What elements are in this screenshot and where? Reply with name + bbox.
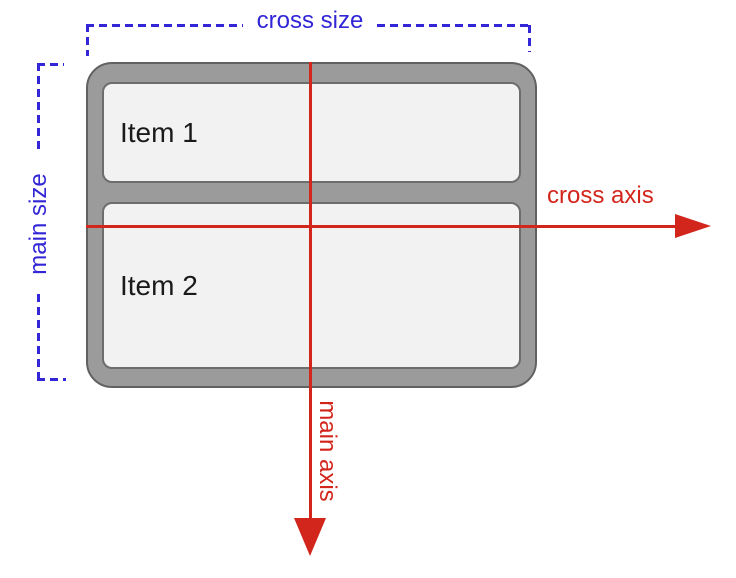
cross-axis-arrowhead-icon xyxy=(675,214,711,238)
main-axis-arrowhead-icon xyxy=(294,518,326,556)
main-axis-line xyxy=(309,62,312,518)
cross-size-bracket-end-left xyxy=(86,24,89,56)
cross-size-bracket-end-right xyxy=(528,25,531,52)
flex-item-2-label: Item 2 xyxy=(120,269,198,301)
main-axis-label: main axis xyxy=(314,400,341,502)
flex-item-1-label: Item 1 xyxy=(120,116,198,148)
main-size-bracket-arm-top xyxy=(37,63,64,66)
cross-size-bracket-segment-left xyxy=(86,24,243,27)
cross-axis-line xyxy=(86,225,676,228)
main-size-label: main size xyxy=(25,173,52,275)
cross-size-label: cross size xyxy=(256,7,364,34)
main-size-bracket-segment-bottom xyxy=(37,294,40,381)
cross-size-bracket-segment-right xyxy=(377,24,531,27)
cross-axis-label: cross axis xyxy=(547,182,654,209)
main-size-bracket-segment-top xyxy=(37,63,40,152)
main-size-bracket-arm-bottom xyxy=(37,378,66,381)
